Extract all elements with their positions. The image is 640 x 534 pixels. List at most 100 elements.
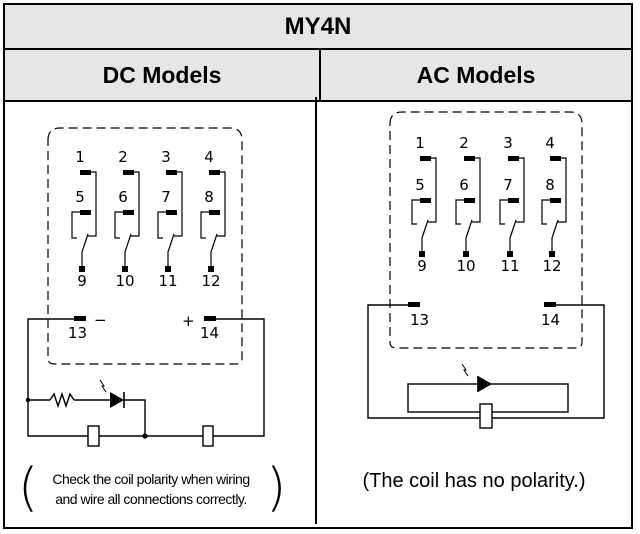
dc-minus-sign: − bbox=[94, 311, 107, 329]
ac-pad-mid-1 bbox=[420, 198, 431, 203]
dc-no-line-2 bbox=[131, 171, 140, 237]
dc-no-line-4 bbox=[217, 171, 226, 237]
ac-led-arrow bbox=[461, 363, 469, 377]
dc-com-arm-2 bbox=[124, 233, 132, 268]
ac-pin-bottom-3: 11 bbox=[500, 257, 519, 275]
dc-pin-bottom-3: 11 bbox=[158, 272, 177, 290]
table-frame: MY4N DC Models AC Models bbox=[3, 3, 633, 529]
dc-polarity-note: Check the coil polarity when wiring and … bbox=[24, 460, 278, 518]
dc-relay-case bbox=[47, 127, 243, 365]
ac-com-arm-4 bbox=[551, 219, 559, 253]
dc-nc-line-4 bbox=[200, 211, 209, 239]
ac-pad-top-2 bbox=[464, 156, 475, 161]
column-divider bbox=[315, 97, 317, 524]
dc-pin-mid-3: 7 bbox=[161, 188, 171, 206]
ac-pad-top-3 bbox=[508, 156, 519, 161]
ac-no-line-1 bbox=[428, 157, 437, 223]
dc-no-line-1 bbox=[88, 171, 97, 237]
ac-com-arm-2 bbox=[465, 219, 473, 253]
ac-relay-case bbox=[389, 111, 583, 349]
ac-no-line-4 bbox=[558, 157, 567, 223]
ac-pad-mid-3 bbox=[508, 198, 519, 203]
table-title: MY4N bbox=[5, 5, 631, 50]
ac-nc-line-3 bbox=[499, 199, 508, 225]
ac-pin-14: 14 bbox=[541, 311, 560, 329]
ac-contact-group-4: 4 8 12 bbox=[541, 134, 567, 275]
ac-nc-line-4 bbox=[541, 199, 550, 225]
dc-pin-bottom-4: 12 bbox=[201, 272, 220, 290]
dc-contact-group-4: 4 8 12 bbox=[200, 148, 226, 290]
ac-pad-top-4 bbox=[550, 156, 561, 161]
ac-coil-wiring bbox=[367, 304, 605, 419]
dc-no-line-3 bbox=[174, 171, 183, 237]
dc-pad-mid-4 bbox=[209, 210, 220, 215]
ac-pad-bottom-2 bbox=[463, 251, 469, 257]
dc-com-arm-3 bbox=[167, 233, 175, 268]
ac-pin-bottom-4: 12 bbox=[542, 257, 561, 275]
dc-pad-top-2 bbox=[123, 170, 134, 175]
ac-contact-group-1: 1 5 9 bbox=[411, 134, 437, 275]
dc-pin-top-1: 1 bbox=[75, 148, 85, 166]
ac-pad-bottom-1 bbox=[419, 251, 425, 257]
dc-pad-top-1 bbox=[80, 170, 91, 175]
ac-pad-bottom-4 bbox=[549, 251, 555, 257]
ac-pin-top-3: 3 bbox=[503, 134, 513, 152]
dc-pin-mid-4: 8 bbox=[204, 188, 214, 206]
dc-pin-mid-2: 6 bbox=[118, 188, 128, 206]
dc-plus-sign: + bbox=[182, 312, 195, 330]
dc-contact-group-1: 159 bbox=[71, 148, 97, 290]
dc-pin-14: 14 bbox=[200, 324, 219, 342]
dc-pad-top-3 bbox=[166, 170, 177, 175]
ac-pad-bottom-3 bbox=[507, 251, 513, 257]
dc-led-diode bbox=[110, 392, 124, 408]
ac-polarity-note: (The coil has no polarity.) bbox=[362, 470, 586, 492]
ac-nc-line-2 bbox=[455, 199, 464, 225]
ac-pin-top-1: 1 bbox=[415, 134, 425, 152]
dc-pad-bottom-1 bbox=[79, 266, 85, 272]
ac-com-arm-1 bbox=[421, 219, 429, 253]
dc-pad-top-4 bbox=[209, 170, 220, 175]
dc-nc-line-1 bbox=[71, 211, 80, 239]
ac-pin-top-4: 4 bbox=[545, 134, 555, 152]
dc-com-arm-1 bbox=[81, 233, 89, 268]
dc-junction bbox=[142, 433, 148, 439]
dc-models-header: DC Models bbox=[5, 50, 321, 102]
ac-coil bbox=[479, 403, 493, 429]
dc-note-line1: Check the coil polarity when wiring bbox=[52, 471, 250, 487]
ac-pin-mid-2: 6 bbox=[459, 176, 469, 194]
ac-pad-mid-4 bbox=[550, 198, 561, 203]
dc-pin-bottom-1: 9 bbox=[77, 272, 87, 290]
dc-pin-top-3: 3 bbox=[161, 148, 171, 166]
dc-pin-top-2: 2 bbox=[118, 148, 128, 166]
dc-contact-group-3: 3 7 11 bbox=[157, 148, 183, 290]
dc-note-close-paren: ) bbox=[266, 458, 287, 518]
dc-pad-mid-2 bbox=[123, 210, 134, 215]
ac-pad-top-1 bbox=[420, 156, 431, 161]
dc-pin-13: 13 bbox=[68, 324, 87, 342]
dc-pin-bottom-2: 10 bbox=[115, 272, 134, 290]
dc-pad-bottom-3 bbox=[165, 266, 171, 272]
dc-note-open-paren: ( bbox=[18, 458, 39, 518]
ac-pin-13: 13 bbox=[410, 311, 429, 329]
ac-pin-mid-4: 8 bbox=[545, 176, 555, 194]
ac-pin-mid-1: 5 bbox=[415, 176, 425, 194]
dc-contact-group-2: 2 6 10 bbox=[114, 148, 140, 290]
dc-note-line2: and wire all connections correctly. bbox=[55, 491, 247, 507]
ac-pin-top-2: 2 bbox=[459, 134, 469, 152]
ac-models-header: AC Models bbox=[321, 50, 631, 102]
ac-com-arm-3 bbox=[509, 219, 517, 253]
ac-no-line-3 bbox=[516, 157, 525, 223]
ac-nc-line-1 bbox=[411, 199, 420, 225]
dc-pad-bottom-4 bbox=[208, 266, 214, 272]
dc-pad-bottom-2 bbox=[122, 266, 128, 272]
ac-no-line-2 bbox=[472, 157, 481, 223]
dc-pad-mid-3 bbox=[166, 210, 177, 215]
dc-coil-left bbox=[87, 425, 100, 447]
dc-led-arrow bbox=[99, 379, 107, 393]
dc-pin-top-4: 4 bbox=[204, 148, 214, 166]
ac-pin-bottom-1: 9 bbox=[417, 257, 427, 275]
dc-nc-line-3 bbox=[157, 211, 166, 239]
